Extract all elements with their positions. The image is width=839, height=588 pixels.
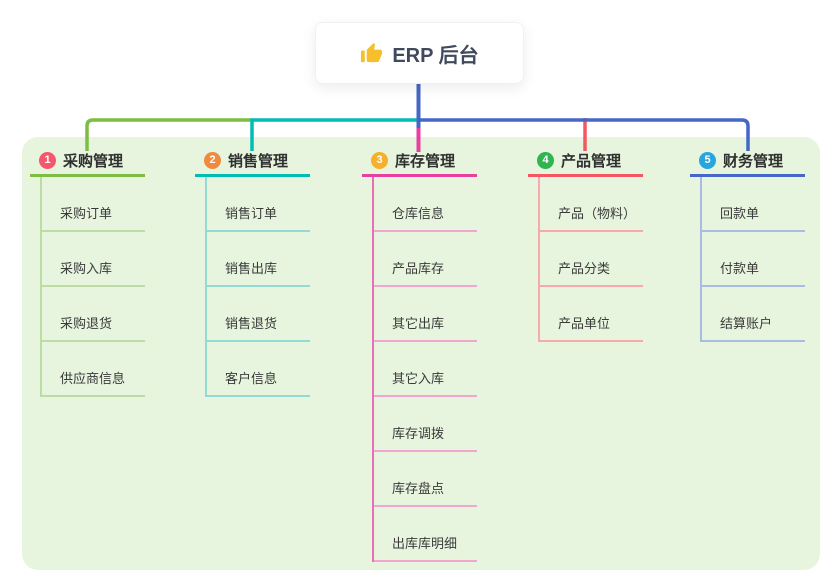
child-label: 产品库存 [392,261,445,276]
branch-number-badge: 3 [371,151,388,169]
child-node[interactable]: 库存调拨 [374,397,477,452]
child-label: 出库库明细 [392,536,458,551]
child-label: 采购退货 [60,316,113,331]
child-label: 结算账户 [720,316,773,331]
child-node[interactable]: 产品库存 [374,232,477,287]
child-node[interactable]: 其它入库 [374,342,477,397]
branch-node-3[interactable]: 3 库存管理 [362,146,477,177]
child-label: 销售订单 [225,206,278,221]
branch-node-2[interactable]: 2 销售管理 [195,146,310,177]
branch-children: 回款单付款单结算账户 [700,177,805,342]
child-label: 回款单 [720,206,760,221]
branch-label: 财务管理 [723,152,784,170]
branch-number-badge: 4 [537,151,554,169]
child-label: 付款单 [720,261,760,276]
child-label: 采购入库 [60,261,113,276]
branch-node-5[interactable]: 5 财务管理 [690,146,805,177]
child-node[interactable]: 采购入库 [42,232,145,287]
child-node[interactable]: 其它出库 [374,287,477,342]
child-node[interactable]: 库存盘点 [374,452,477,507]
root-node[interactable]: ERP 后台 [315,22,524,84]
child-label: 仓库信息 [392,206,445,221]
child-label: 产品（物料） [558,206,637,221]
thumbs-up-icon [360,42,383,65]
child-node[interactable]: 销售出库 [207,232,310,287]
branch-node-1[interactable]: 1 采购管理 [30,146,145,177]
child-label: 库存盘点 [392,481,445,496]
branch-number-badge: 5 [699,151,716,169]
root-title: ERP 后台 [392,44,479,67]
branches-panel [22,137,820,570]
branch-label: 采购管理 [63,152,124,170]
child-label: 产品分类 [558,261,611,276]
child-node[interactable]: 出库库明细 [374,507,477,562]
child-label: 其它入库 [392,371,445,386]
branch-label: 销售管理 [228,152,289,170]
branch-children: 产品（物料） 产品分类产品单位 [538,177,643,342]
branch-label: 产品管理 [561,152,622,170]
branch-number-badge: 2 [204,151,221,169]
child-node[interactable]: 产品单位 [540,287,643,342]
child-node[interactable]: 回款单 [702,177,805,232]
child-label: 供应商信息 [60,371,126,386]
child-node[interactable]: 销售退货 [207,287,310,342]
child-node[interactable]: 销售订单 [207,177,310,232]
child-label: 产品单位 [558,316,611,331]
branch-children: 采购订单采购入库采购退货供应商信息 [40,177,145,397]
child-node[interactable]: 付款单 [702,232,805,287]
child-label: 采购订单 [60,206,113,221]
child-node[interactable]: 客户信息 [207,342,310,397]
child-label: 库存调拨 [392,426,445,441]
child-label: 销售出库 [225,261,278,276]
child-label: 客户信息 [225,371,278,386]
branch-children: 仓库信息产品库存其它出库其它入库库存调拨库存盘点出库库明细 [372,177,477,562]
branch-number-badge: 1 [39,151,56,169]
child-label: 销售退货 [225,316,278,331]
child-node[interactable]: 采购退货 [42,287,145,342]
branch-label: 库存管理 [395,152,456,170]
child-node[interactable]: 结算账户 [702,287,805,342]
branch-node-4[interactable]: 4 产品管理 [528,146,643,177]
child-node[interactable]: 供应商信息 [42,342,145,397]
child-node[interactable]: 采购订单 [42,177,145,232]
child-node[interactable]: 产品分类 [540,232,643,287]
child-label: 其它出库 [392,316,445,331]
branch-children: 销售订单销售出库销售退货客户信息 [205,177,310,397]
child-node[interactable]: 仓库信息 [374,177,477,232]
child-node[interactable]: 产品（物料） [540,177,643,232]
